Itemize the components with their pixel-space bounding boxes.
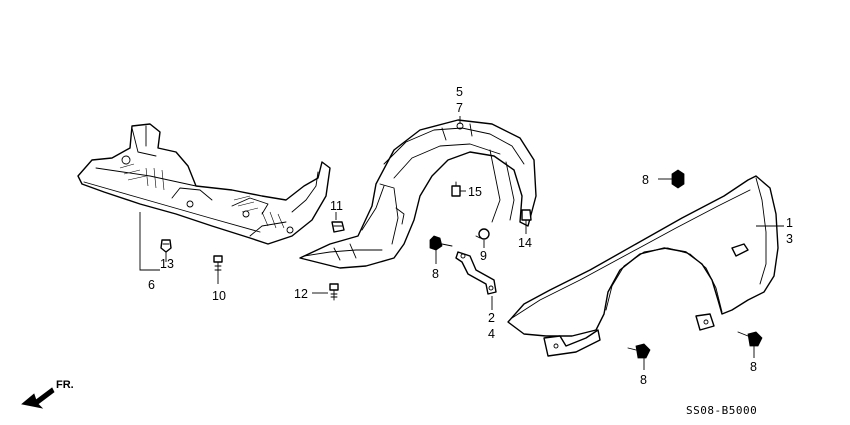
callout-6: 6 (148, 278, 155, 292)
callout-10: 10 (212, 289, 226, 303)
front-fender (507, 175, 779, 357)
leaders-under-cover (139, 212, 219, 284)
diagram-code: SS08-B5000 (686, 404, 757, 417)
bolt-8-inner (429, 235, 453, 264)
front-fender-liner (299, 119, 537, 269)
bolt-8-top (658, 169, 685, 189)
callout-3: 3 (786, 232, 793, 246)
callout-11: 11 (330, 199, 343, 213)
bolt-10 (213, 255, 223, 275)
fender-bracket (455, 251, 497, 310)
clip-13 (160, 239, 172, 253)
callout-1: 1 (786, 216, 793, 230)
callout-8-bottom: 8 (640, 373, 647, 387)
front-direction-arrow: FR. (21, 379, 74, 409)
callout-13: 13 (160, 257, 174, 271)
direction-label: FR. (56, 379, 74, 391)
callout-8-inner: 8 (432, 267, 439, 281)
callout-12: 12 (294, 287, 308, 301)
bolt-8-right (737, 331, 763, 358)
callout-7: 7 (456, 101, 463, 115)
callout-14: 14 (518, 236, 532, 250)
callout-8-right: 8 (750, 360, 757, 374)
callout-9: 9 (480, 249, 487, 263)
screw-9 (475, 228, 490, 248)
screw-12 (329, 283, 339, 301)
clip-15 (451, 181, 461, 197)
clip-14 (521, 209, 532, 221)
engine-under-cover (77, 123, 331, 245)
leaders-liner (312, 116, 527, 294)
callout-8-top: 8 (642, 173, 649, 187)
callout-15: 15 (468, 185, 482, 199)
callout-4: 4 (488, 327, 495, 341)
clip-11 (331, 221, 345, 233)
callout-2: 2 (488, 311, 495, 325)
callout-5: 5 (456, 85, 463, 99)
bolt-8-bottom (627, 343, 651, 370)
